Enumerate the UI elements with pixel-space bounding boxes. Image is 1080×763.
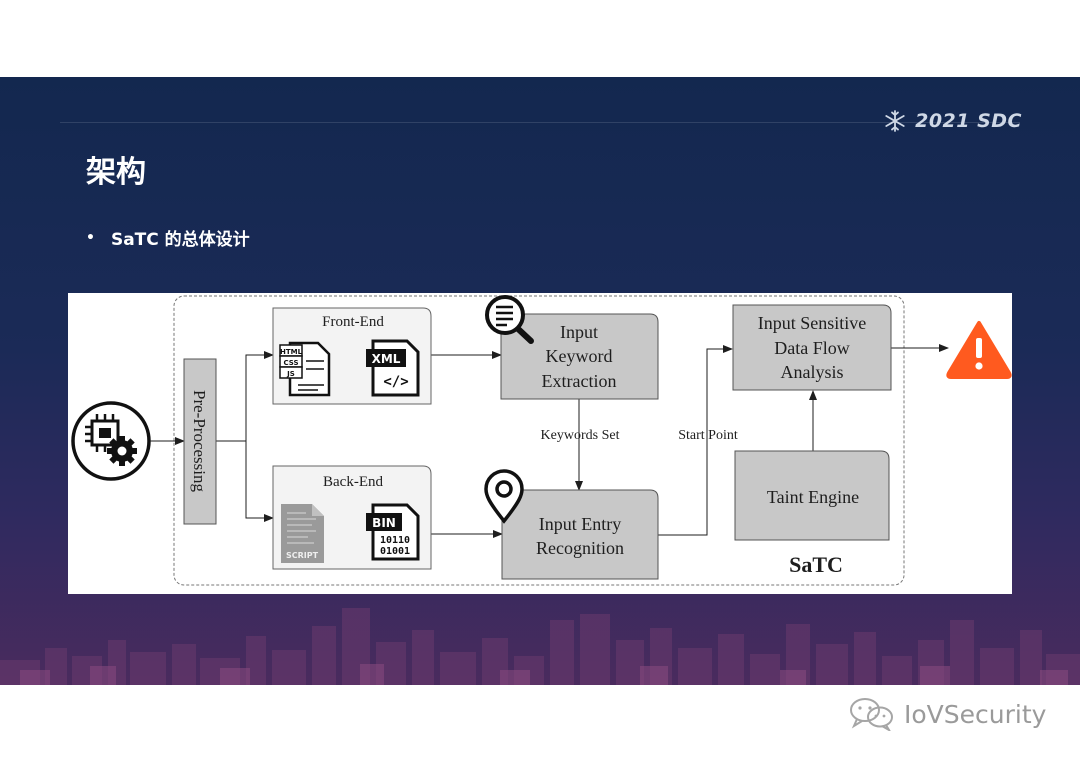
xml-file-icon: XML </>	[366, 339, 420, 397]
magnifier-search-icon	[485, 295, 534, 344]
taint-engine-box	[734, 450, 890, 541]
bin-tag: BIN	[372, 516, 396, 530]
data-flow-line-2: Data Flow	[774, 338, 850, 358]
pre-processing-box	[183, 358, 217, 525]
sdc-logo: 2021 SDC	[883, 109, 1022, 133]
keyword-extraction-line-3: Extraction	[542, 371, 617, 391]
start-point-label: Start Point	[678, 428, 738, 443]
front-end-box: Front-End HTML CSS JS XML </>	[272, 307, 432, 405]
satc-label: SaTC	[789, 552, 843, 577]
css-tag: CSS	[283, 359, 298, 367]
pre-processing-label: Pre-Processing	[190, 390, 209, 492]
entry-recognition-box	[501, 489, 659, 580]
xml-code-symbol: </>	[383, 374, 408, 390]
bullet-item: • SaTC 的总体设计	[86, 225, 250, 251]
entry-recognition-line-1: Input Entry	[539, 514, 622, 534]
keyword-extraction-line-1: Input	[560, 322, 598, 342]
bin-digits-line-2: 01001	[380, 546, 410, 557]
front-end-label: Front-End	[322, 314, 384, 330]
snowflake-icon	[885, 110, 905, 132]
arrow-start-point	[658, 345, 733, 536]
location-pin-icon	[484, 469, 524, 524]
bin-digits-line-1: 10110	[380, 535, 410, 546]
keyword-extraction-line-2: Keyword	[546, 346, 613, 366]
bullet-dot: •	[86, 229, 95, 246]
back-end-label: Back-End	[323, 474, 383, 490]
data-flow-analysis-box	[732, 304, 892, 391]
watermark: IoVSecurity	[848, 697, 1046, 731]
taint-engine-label: Taint Engine	[767, 487, 859, 507]
entry-recognition-line-2: Recognition	[536, 538, 624, 558]
script-tag: SCRIPT	[286, 551, 319, 560]
bin-file-icon: BIN 10110 01001	[366, 503, 420, 561]
satc-architecture-diagram: Pre-Processing Front-End HTML CSS JS	[68, 293, 1012, 594]
keyword-extraction-box	[500, 313, 659, 400]
script-file-icon: SCRIPT	[281, 504, 324, 563]
city-skyline-decoration	[0, 608, 1080, 685]
wechat-icon	[850, 698, 893, 731]
data-flow-line-1: Input Sensitive	[758, 313, 867, 333]
js-tag: JS	[286, 370, 295, 378]
header-rule	[60, 122, 1020, 123]
html-tag: HTML	[280, 348, 303, 356]
bullet-text: SaTC 的总体设计	[110, 230, 250, 250]
firmware-chip-gear-icon	[71, 401, 151, 481]
slide-title: 架构	[86, 155, 146, 190]
arrow-to-back-end	[216, 440, 274, 522]
logo-text: 2021 SDC	[915, 110, 1022, 132]
back-end-box: Back-End SCRIPT BIN 10110 01001	[272, 465, 432, 570]
keywords-set-label: Keywords Set	[541, 428, 620, 443]
warning-icon	[946, 321, 1012, 379]
arrow-to-front-end	[216, 351, 274, 442]
watermark-text: IoVSecurity	[904, 699, 1047, 729]
data-flow-line-3: Analysis	[781, 362, 844, 382]
html-css-js-file-icon: HTML CSS JS	[279, 341, 331, 397]
xml-tag: XML	[372, 352, 401, 366]
